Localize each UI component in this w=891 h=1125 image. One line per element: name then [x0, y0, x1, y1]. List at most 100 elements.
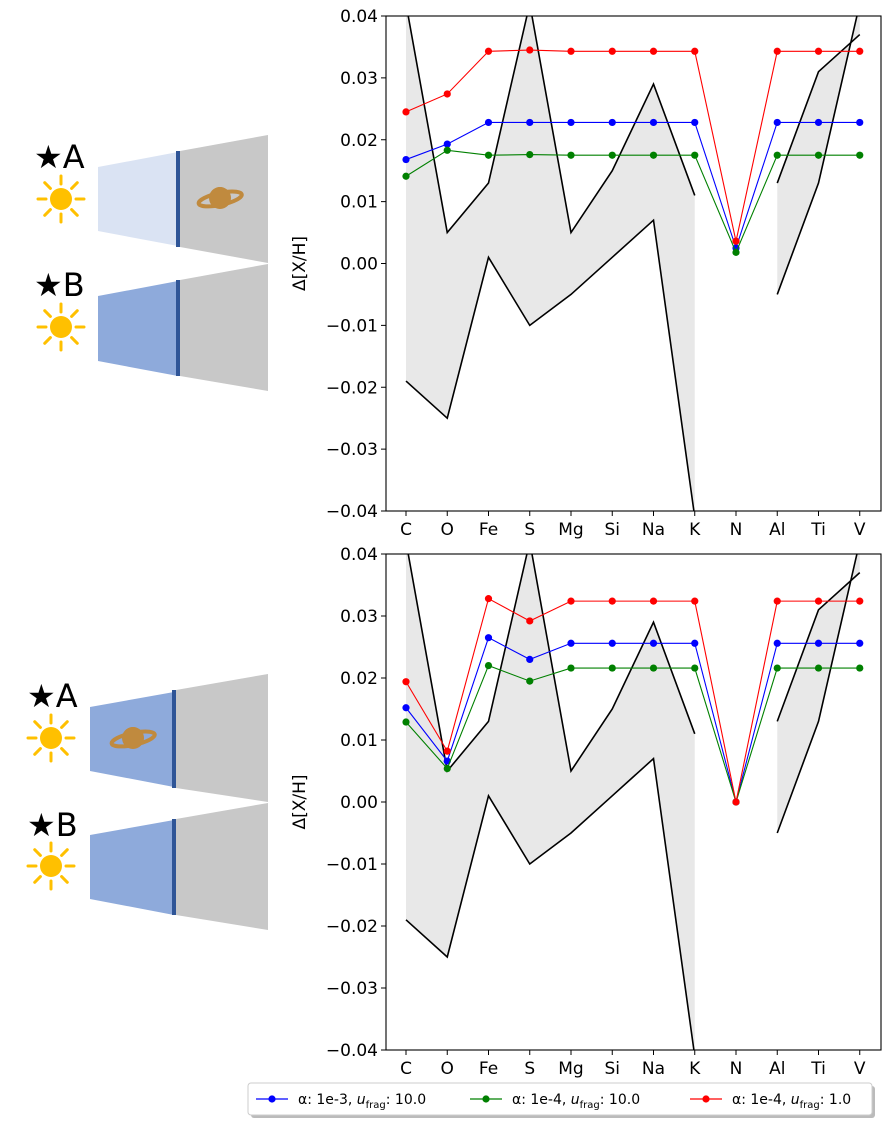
data-point	[856, 664, 864, 672]
x-tick-label: Na	[642, 1059, 665, 1079]
x-tick-label: Ti	[810, 1059, 826, 1079]
data-point	[526, 46, 534, 54]
y-tick-label: −0.01	[326, 316, 378, 336]
series-line	[405, 597, 860, 803]
series-2	[402, 46, 864, 245]
data-point	[691, 151, 699, 159]
sun-ray	[33, 720, 42, 729]
data-point	[814, 151, 823, 159]
y-axis-label: Δ[X/H]	[290, 774, 310, 829]
disk-gap	[172, 690, 176, 788]
data-point	[567, 47, 575, 55]
x-tick-label: Mg	[558, 520, 583, 540]
sun-icon	[36, 174, 86, 224]
outer-disk	[176, 803, 268, 930]
data-point	[443, 146, 451, 154]
abundance-chart-top: 0.040.030.020.010.00−0.01−0.02−0.03−0.04…	[290, 7, 882, 540]
data-point	[856, 639, 864, 647]
data-point	[484, 151, 493, 159]
data-point	[567, 639, 575, 647]
schematic-top: ★A ★B	[34, 135, 268, 391]
x-tick-label: N	[730, 1059, 743, 1079]
sun-icon	[26, 841, 76, 891]
series-2	[402, 595, 864, 806]
band-lower-line	[405, 218, 695, 511]
data-point	[567, 151, 575, 159]
sun-disc	[50, 316, 72, 338]
y-tick-label: 0.02	[340, 669, 378, 689]
x-tick-label: Mg	[558, 1059, 583, 1079]
data-point	[649, 639, 658, 647]
y-tick-label: 0.03	[340, 607, 378, 627]
data-point	[649, 597, 658, 605]
x-tick-label: C	[400, 520, 412, 540]
disk-gap	[172, 819, 176, 915]
x-tick-label: V	[854, 1059, 866, 1079]
data-point	[608, 151, 616, 159]
data-point	[814, 47, 823, 55]
data-point	[608, 47, 616, 55]
sun-icon	[26, 713, 76, 763]
data-point	[608, 639, 616, 647]
data-point	[608, 118, 616, 127]
data-point	[773, 151, 781, 159]
uncertainty-band	[406, 554, 695, 1050]
data-point	[691, 639, 699, 647]
y-tick-label: 0.04	[340, 545, 378, 565]
x-tick-label: Si	[604, 520, 620, 540]
sun-ray	[43, 336, 52, 345]
y-tick-label: 0.00	[340, 793, 378, 813]
data-point	[484, 634, 493, 642]
legend-marker	[702, 1095, 710, 1103]
data-point	[526, 655, 534, 664]
sun-ray	[70, 336, 79, 345]
inner-disk-dark	[98, 281, 178, 376]
sun-ray	[70, 208, 79, 217]
y-tick-label: 0.00	[340, 255, 378, 275]
legend-label: α: 1e-4, ufrag: 10.0	[512, 1092, 640, 1111]
data-point	[526, 151, 534, 159]
y-tick-label: 0.02	[340, 131, 378, 151]
legend-marker	[268, 1095, 276, 1103]
data-point	[649, 151, 658, 159]
data-point	[443, 764, 451, 773]
sun-ray	[60, 875, 69, 884]
data-point	[567, 118, 575, 127]
x-tick-label: K	[689, 520, 701, 540]
y-tick-label: −0.04	[326, 502, 378, 522]
x-tick-label: V	[854, 520, 866, 540]
data-point	[526, 118, 534, 127]
x-tick-label: O	[441, 1059, 454, 1079]
data-point	[773, 639, 781, 647]
data-point	[402, 155, 410, 164]
sun-disc	[50, 188, 72, 210]
y-tick-label: 0.03	[340, 69, 378, 89]
series-line	[405, 636, 860, 805]
sun-ray	[60, 720, 69, 729]
data-point	[856, 597, 864, 605]
uncertainty-band	[777, 554, 860, 833]
data-point	[691, 597, 699, 605]
data-point	[484, 595, 493, 603]
data-point	[402, 172, 410, 180]
data-point	[814, 639, 823, 647]
y-tick-label: 0.01	[340, 731, 378, 751]
data-point	[732, 798, 740, 806]
data-point	[691, 47, 699, 55]
legend-item: α: 1e-4, ufrag: 10.0	[470, 1092, 640, 1111]
data-point	[567, 664, 575, 672]
band-upper-line	[776, 33, 861, 184]
data-point	[691, 664, 699, 672]
y-axis-label: Δ[X/H]	[290, 236, 310, 291]
data-point	[691, 118, 699, 127]
sun-ray	[43, 309, 52, 318]
x-tick-label: Na	[642, 520, 665, 540]
data-point	[732, 237, 740, 245]
data-point	[773, 118, 781, 127]
data-point	[773, 47, 781, 55]
data-point	[773, 664, 781, 672]
data-point	[773, 597, 781, 605]
outer-disk	[180, 264, 268, 391]
x-tick-label: Al	[769, 1059, 785, 1079]
